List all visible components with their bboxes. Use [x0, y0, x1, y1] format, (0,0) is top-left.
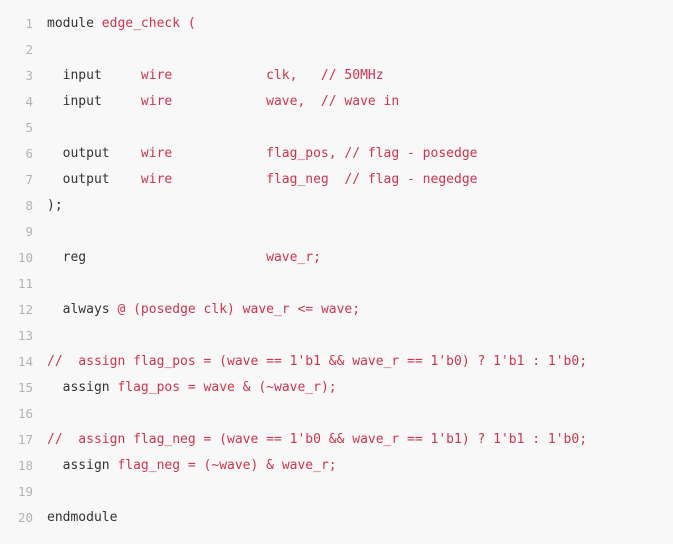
code-line: 12 always @ (posedge clk) wave_r <= wave…	[0, 297, 673, 323]
code-text: endmodule	[47, 505, 117, 531]
code-keyword: );	[47, 198, 63, 213]
line-number: 4	[25, 94, 33, 109]
code-line: 6 output wire flag_pos, // flag - posedg…	[0, 141, 673, 167]
code-line: 14 // assign flag_pos = (wave == 1'b1 && …	[0, 349, 673, 375]
code-line: 4 input wire wave, // wave in	[0, 89, 673, 115]
code-token: // assign flag_pos = (wave == 1'b1 && wa…	[47, 354, 588, 369]
code-text: always @ (posedge clk) wave_r <= wave;	[47, 297, 360, 323]
code-token: wire flag_neg // flag - negedge	[140, 172, 478, 187]
code-token: flag_pos = wave & (~wave_r);	[117, 380, 337, 395]
code-line: 7 output wire flag_neg // flag - negedge	[0, 167, 673, 193]
code-text: );	[47, 193, 63, 219]
code-line: 20 endmodule	[0, 505, 673, 531]
code-text: output wire flag_neg // flag - negedge	[47, 167, 478, 193]
code-text: input wire clk, // 50MHz	[47, 63, 384, 89]
code-token: wire clk, // 50MHz	[140, 68, 384, 83]
code-keyword: input	[47, 94, 141, 109]
line-number: 19	[17, 484, 33, 499]
line-number: 2	[25, 42, 33, 57]
code-text: // assign flag_neg = (wave == 1'b0 && wa…	[47, 427, 587, 453]
code-line: 19	[0, 479, 673, 505]
code-line: 15 assign flag_pos = wave & (~wave_r);	[0, 375, 673, 401]
code-text: input wire wave, // wave in	[47, 89, 400, 115]
line-number: 7	[25, 172, 33, 187]
line-number: 10	[17, 250, 33, 265]
code-keyword: input	[47, 68, 141, 83]
code-keyword: output	[47, 172, 141, 187]
line-number: 6	[25, 146, 33, 161]
code-token: wire wave, // wave in	[140, 94, 400, 109]
code-line: 13	[0, 323, 673, 349]
code-token: // assign flag_neg = (wave == 1'b0 && wa…	[47, 432, 588, 447]
code-line: 18 assign flag_neg = (~wave) & wave_r;	[0, 453, 673, 479]
code-line: 5	[0, 115, 673, 141]
line-number: 8	[25, 198, 33, 213]
line-number: 12	[17, 302, 33, 317]
code-keyword: output	[47, 146, 141, 161]
code-line: 16	[0, 401, 673, 427]
line-number: 20	[17, 510, 33, 525]
code-line: 3 input wire clk, // 50MHz	[0, 63, 673, 89]
code-keyword: always	[47, 302, 118, 317]
code-token: @ (posedge clk) wave_r <= wave;	[117, 302, 361, 317]
code-line: 11	[0, 271, 673, 297]
code-text: module edge_check (	[47, 11, 196, 37]
code-text: output wire flag_pos, // flag - posedge	[47, 141, 478, 167]
code-token: wave_r;	[266, 250, 321, 265]
line-number: 1	[25, 16, 33, 31]
code-line: 8);	[0, 193, 673, 219]
line-number: 16	[17, 406, 33, 421]
code-token: wire flag_pos, // flag - posedge	[140, 146, 478, 161]
line-number: 3	[25, 68, 33, 83]
code-keyword: endmodule	[47, 510, 118, 525]
code-line: 2	[0, 37, 673, 63]
code-line: 1 module edge_check (	[0, 11, 673, 37]
line-number: 14	[17, 354, 33, 369]
line-number: 13	[17, 328, 33, 343]
line-number: 17	[17, 432, 33, 447]
code-keyword: reg	[47, 250, 267, 265]
code-text: // assign flag_pos = (wave == 1'b1 && wa…	[47, 349, 587, 375]
code-token: edge_check (	[101, 16, 196, 31]
code-line: 10 reg wave_r;	[0, 245, 673, 271]
code-keyword: module	[47, 16, 102, 31]
code-keyword: assign	[47, 458, 118, 473]
code-text: assign flag_neg = (~wave) & wave_r;	[47, 453, 337, 479]
code-text: assign flag_pos = wave & (~wave_r);	[47, 375, 337, 401]
code-line: 17 // assign flag_neg = (wave == 1'b0 && …	[0, 427, 673, 453]
line-number: 9	[25, 224, 33, 239]
line-number: 11	[17, 276, 33, 291]
line-number: 5	[25, 120, 33, 135]
code-token: flag_neg = (~wave) & wave_r;	[117, 458, 337, 473]
line-number: 18	[17, 458, 33, 473]
line-number: 15	[17, 380, 33, 395]
code-keyword: assign	[47, 380, 118, 395]
code-line: 9	[0, 219, 673, 245]
code-text: reg wave_r;	[47, 245, 321, 271]
